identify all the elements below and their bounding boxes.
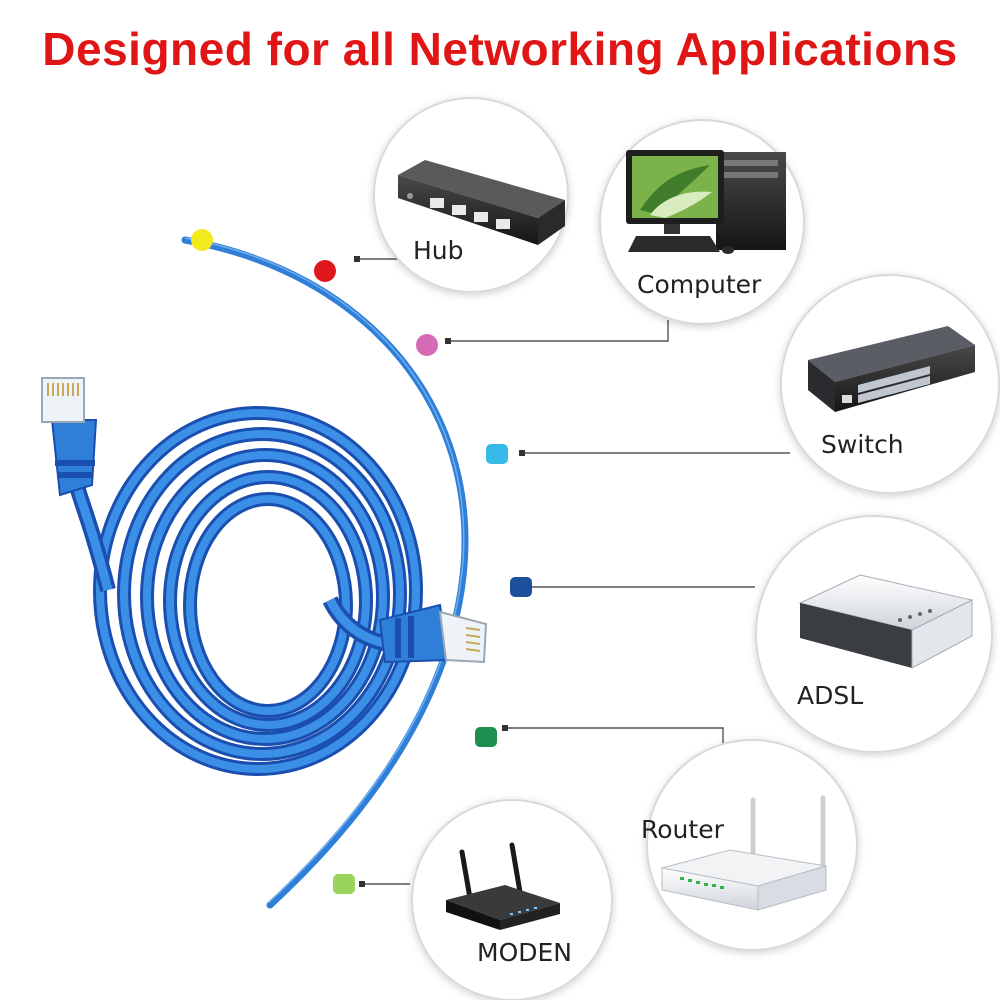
label-adsl: ADSL: [797, 681, 864, 710]
bead-green: [475, 727, 497, 747]
bead-cyan: [486, 444, 508, 464]
coiled-cable-icon: [64, 406, 423, 776]
label-moden: MODEN: [477, 938, 572, 967]
network-switch-icon: [808, 326, 975, 412]
network-hub-icon: [398, 160, 565, 245]
label-hub: Hub: [413, 236, 464, 265]
adsl-modem-icon: [798, 574, 974, 669]
label-switch: Switch: [821, 430, 904, 459]
connector-lines: [357, 258, 790, 885]
connector-router: [505, 727, 724, 745]
label-computer: Computer: [637, 270, 762, 299]
connector-computer: [448, 320, 669, 342]
bead-red: [314, 260, 336, 282]
wireless-modem-icon: [446, 842, 560, 930]
desktop-computer-icon: [626, 150, 786, 254]
headline: Designed for all Networking Applications: [42, 23, 958, 75]
cable-beads: [191, 229, 532, 894]
label-router: Router: [641, 815, 724, 844]
bead-navy: [510, 577, 532, 597]
bead-pink: [416, 334, 438, 356]
bead-lime: [333, 874, 355, 894]
wifi-router-icon: [661, 795, 827, 911]
rj45-plug-right-icon: [378, 603, 488, 664]
bead-yellow: [191, 229, 213, 251]
rj45-plug-top-icon: [41, 377, 98, 497]
